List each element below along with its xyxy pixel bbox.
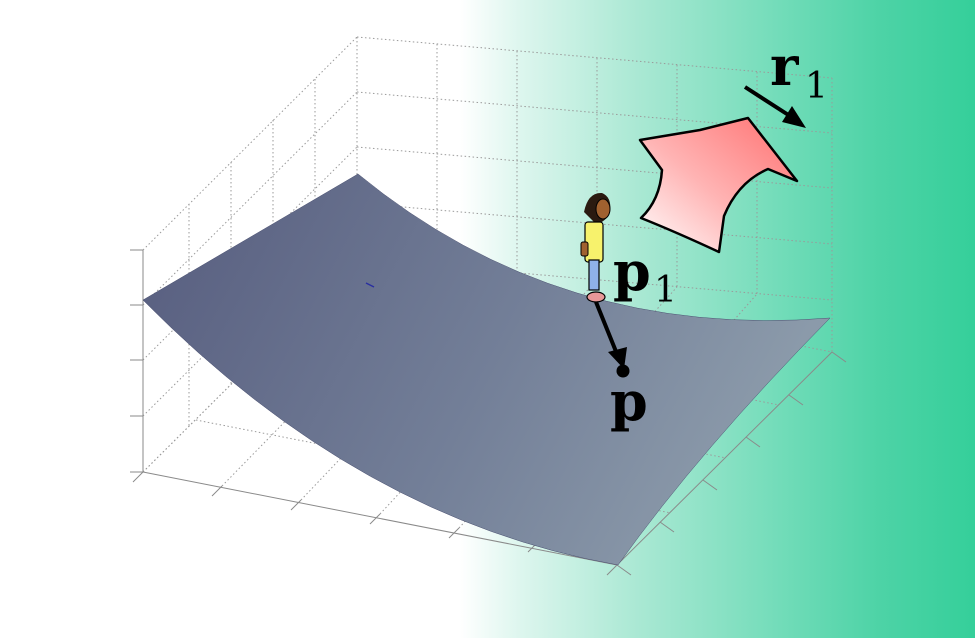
r1-vector <box>743 85 806 128</box>
label-p1: p 1 <box>613 239 677 311</box>
person-figure-icon <box>580 192 611 303</box>
surface <box>142 173 831 566</box>
curved-arrow-icon <box>638 116 799 254</box>
label-r1: r 1 <box>770 34 828 107</box>
p-label: p <box>610 369 648 433</box>
p1-label-main: p <box>613 239 651 303</box>
r1-label-main: r <box>770 34 799 98</box>
p1-label-sub: 1 <box>654 270 677 311</box>
surface-mark <box>365 282 375 288</box>
axis-lines <box>130 249 847 576</box>
r1-label-sub: 1 <box>805 66 828 107</box>
p-vector <box>594 301 630 378</box>
